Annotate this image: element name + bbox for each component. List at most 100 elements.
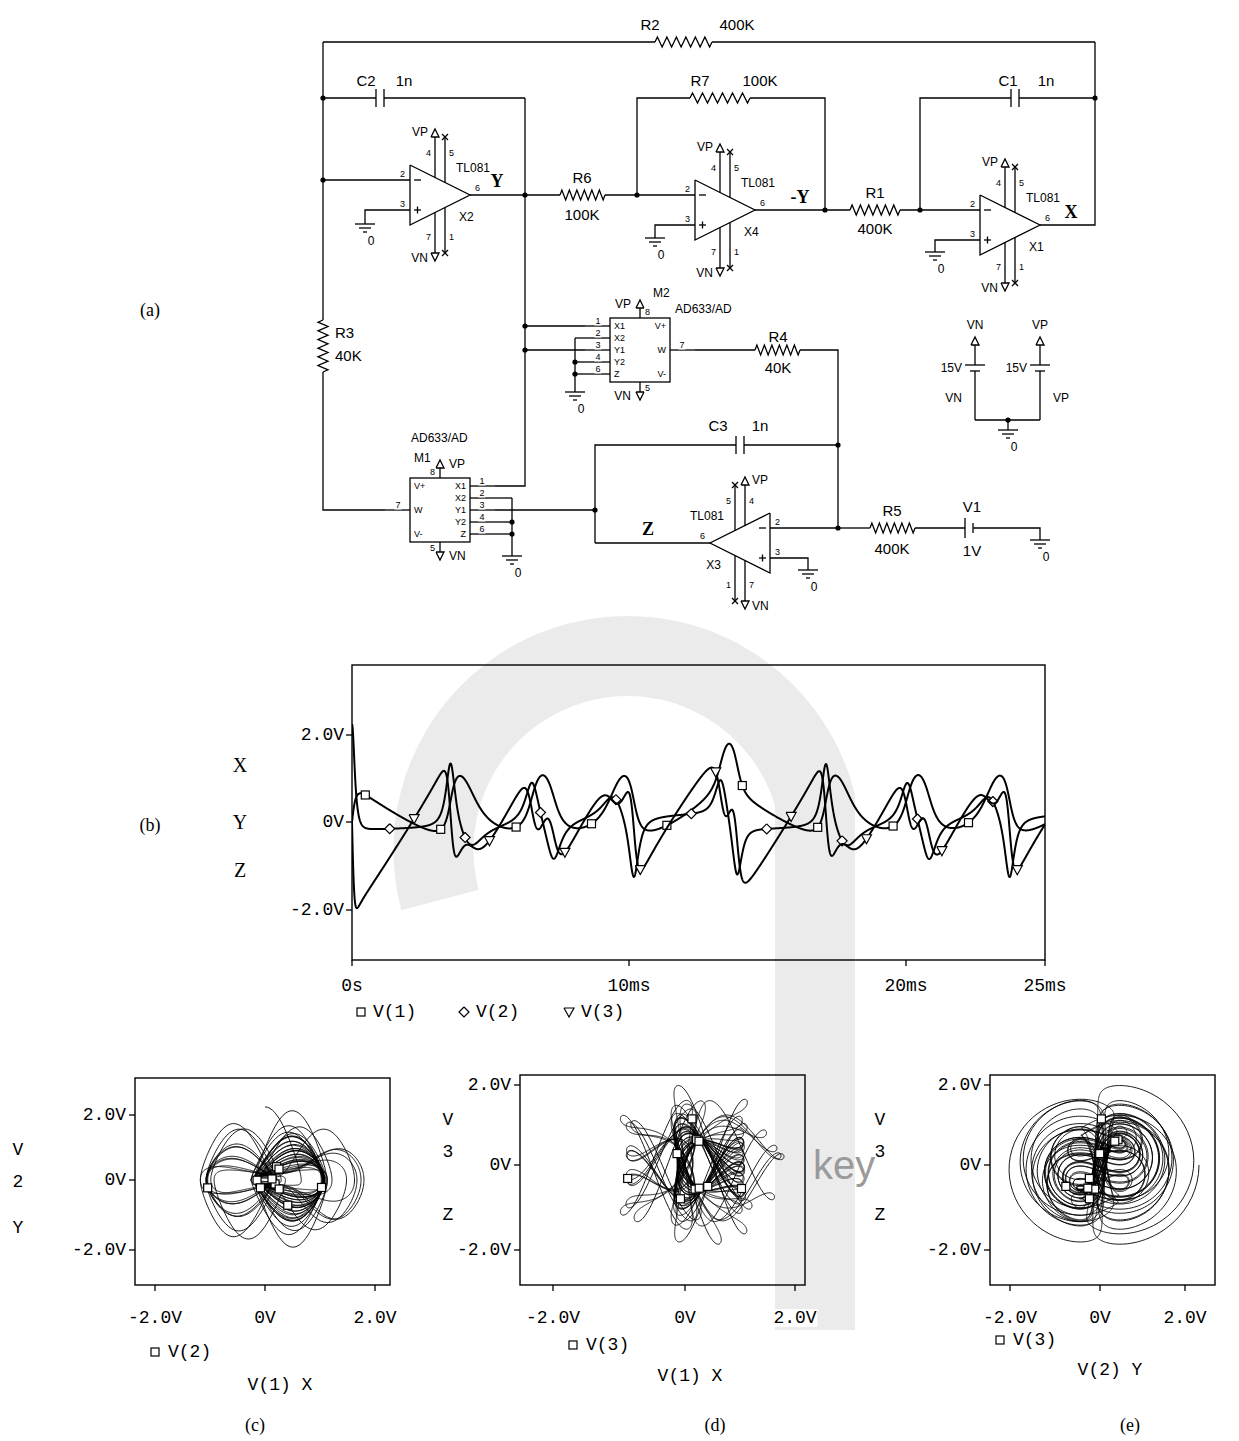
plus-sign bbox=[417, 207, 418, 214]
component-label: C2 bbox=[355, 73, 376, 88]
axis-tick: 0V bbox=[673, 1309, 697, 1327]
component-label: R4 bbox=[767, 329, 788, 344]
battery-symbol bbox=[964, 518, 965, 538]
axis-tick-mark bbox=[1009, 1285, 1010, 1291]
pin-number: 1 bbox=[1018, 263, 1025, 272]
part-number: TL081 bbox=[455, 162, 491, 174]
marker-square bbox=[361, 791, 369, 799]
axis-tick: -2.0V bbox=[71, 1241, 127, 1259]
capacitor-symbol bbox=[743, 436, 744, 454]
marker-square bbox=[738, 1185, 746, 1193]
marker-triangle bbox=[937, 847, 947, 856]
component-value: 1n bbox=[1037, 73, 1056, 88]
marker-square bbox=[695, 1137, 703, 1145]
marker-triangle bbox=[484, 837, 494, 846]
wire bbox=[1039, 345, 1040, 365]
axis-tick: 0V bbox=[488, 1156, 512, 1174]
marker-square bbox=[268, 1175, 276, 1183]
plus-sign bbox=[762, 555, 763, 562]
wire bbox=[712, 41, 1095, 42]
ground-symbol bbox=[363, 231, 367, 232]
axis-tick: -2.0V bbox=[127, 1309, 183, 1327]
marker-square bbox=[512, 823, 520, 831]
pin-line bbox=[470, 509, 495, 510]
no-connect-mark bbox=[442, 250, 448, 256]
ground-symbol bbox=[1002, 433, 1014, 434]
pin-name: W bbox=[657, 346, 668, 355]
supply-label: VP bbox=[411, 126, 429, 138]
plus-sign bbox=[987, 237, 988, 244]
axis-tick: 2.0V bbox=[82, 1106, 127, 1124]
axis-tick-mark bbox=[514, 1164, 520, 1165]
axis-tick-mark bbox=[1184, 1285, 1185, 1291]
ground-label: 0 bbox=[514, 567, 523, 579]
legend-text: V(2) bbox=[475, 1003, 520, 1021]
pin-number: 1 bbox=[725, 581, 732, 590]
pin-number: 2 bbox=[969, 200, 976, 209]
pin-line bbox=[744, 561, 745, 602]
junction-dot bbox=[522, 192, 527, 197]
ground-symbol bbox=[649, 241, 661, 242]
pin-name: Z bbox=[613, 370, 621, 379]
supply-label: VN bbox=[751, 600, 770, 612]
axis-tick: 2.0V bbox=[300, 726, 345, 744]
marker-square bbox=[673, 1150, 681, 1158]
legend-text: V(3) bbox=[580, 1003, 625, 1021]
component-value: 100K bbox=[741, 73, 778, 88]
pin-number: 7 bbox=[425, 233, 432, 242]
marker-square bbox=[889, 822, 897, 830]
pin-number: 1 bbox=[478, 477, 485, 486]
marker-square bbox=[1084, 1184, 1092, 1192]
component-label: R5 bbox=[881, 503, 902, 518]
component-value: 100K bbox=[563, 207, 600, 222]
axis-label: 2 bbox=[12, 1173, 25, 1191]
ground-symbol bbox=[510, 563, 514, 564]
junction-dot bbox=[509, 531, 514, 536]
part-number: TL081 bbox=[689, 510, 725, 522]
axis-label: 3 bbox=[442, 1143, 455, 1161]
legend-text: V(3) bbox=[585, 1336, 630, 1354]
supply-symbol bbox=[716, 268, 724, 276]
pin-name: V- bbox=[413, 530, 424, 539]
axis-tick: -2.0V bbox=[456, 1241, 512, 1259]
component-value: 1n bbox=[395, 73, 414, 88]
supply-label: VP bbox=[1031, 319, 1049, 331]
wire bbox=[637, 98, 690, 195]
component-label: C3 bbox=[707, 418, 728, 433]
junction-dot bbox=[572, 371, 577, 376]
battery-symbol bbox=[965, 364, 985, 365]
no-connect-mark bbox=[727, 149, 733, 155]
component-label: R1 bbox=[864, 185, 885, 200]
marker-square bbox=[284, 1201, 292, 1209]
marker-triangle bbox=[861, 835, 871, 844]
ground-symbol bbox=[565, 391, 585, 392]
component-label: R7 bbox=[689, 73, 710, 88]
pin-line bbox=[585, 361, 610, 362]
marker-square bbox=[1097, 1115, 1105, 1123]
marker-triangle bbox=[1012, 866, 1022, 875]
pin-line bbox=[729, 223, 730, 269]
wire bbox=[900, 209, 980, 210]
axis-tick: 2.0V bbox=[467, 1076, 512, 1094]
pin-name: V+ bbox=[413, 482, 426, 491]
ground-symbol bbox=[925, 251, 945, 252]
pin-line bbox=[439, 468, 440, 478]
component-value: 15V bbox=[940, 362, 963, 374]
supply-label: VP bbox=[751, 474, 769, 486]
pin-line bbox=[670, 349, 695, 350]
ground-symbol bbox=[355, 223, 375, 224]
axis-label: Z bbox=[442, 1206, 455, 1224]
pin-number: 3 bbox=[399, 200, 406, 209]
axis-tick-mark bbox=[129, 1114, 135, 1115]
ground-symbol bbox=[802, 573, 814, 574]
pin-name: Y2 bbox=[613, 358, 626, 367]
signal-name: Y bbox=[490, 172, 505, 190]
resistor-symbol bbox=[655, 37, 712, 47]
marker-diamond bbox=[686, 809, 696, 819]
component-value: 400K bbox=[856, 221, 893, 236]
component-value: 400K bbox=[873, 541, 910, 556]
axis-label: X bbox=[232, 755, 248, 775]
pin-line bbox=[385, 509, 410, 510]
pin-number: 7 bbox=[394, 501, 401, 510]
